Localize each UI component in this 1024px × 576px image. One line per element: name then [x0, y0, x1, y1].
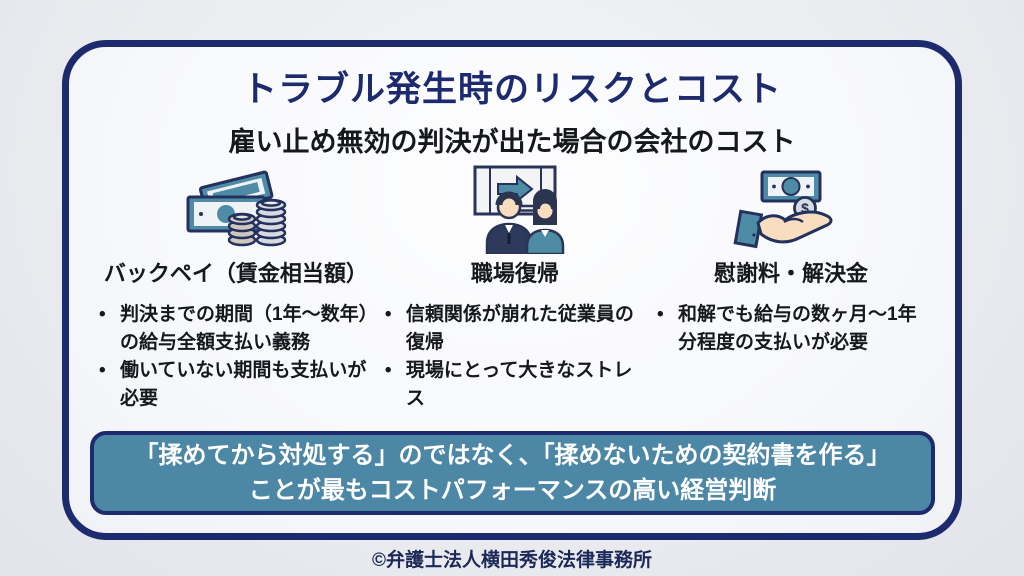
column-heading-settlement: 慰謝料・解決金: [714, 261, 869, 286]
bullet-list: • 信頼関係が崩れた従業員の復帰 • 現場にとって大きなストレス: [379, 301, 651, 413]
bullet-dot: •: [99, 360, 106, 381]
bullet-dot: •: [657, 304, 664, 325]
bullet-text: 和解でも給与の数ヶ月〜1年分程度の支払いが必要: [678, 304, 917, 353]
bullet-list: • 判決までの期間（1年〜数年）の給与全額支払い義務 • 働いていない期間も支払…: [93, 301, 379, 413]
bullet-dot: •: [99, 304, 106, 325]
bullet-text: 働いていない期間も支払いが必要: [120, 360, 367, 409]
column-backpay: バックペイ（賃金相当額） • 判決までの期間（1年〜数年）の給与全額支払い義務 …: [93, 165, 379, 413]
bullet-item: • 信頼関係が崩れた従業員の復帰: [385, 301, 651, 357]
cost-columns: バックペイ（賃金相当額） • 判決までの期間（1年〜数年）の給与全額支払い義務 …: [69, 165, 955, 413]
bullet-item: • 和解でも給与の数ヶ月〜1年分程度の支払いが必要: [657, 301, 931, 357]
svg-text:$: $: [801, 200, 809, 216]
copyright-text: ©弁護士法人横田秀俊法律事務所: [371, 550, 652, 571]
bullet-dot: •: [384, 360, 392, 381]
bullet-text: 現場にとって大きなストレス: [405, 360, 633, 409]
column-workplace-return: 職場復帰 • 信頼関係が崩れた従業員の復帰 • 現場にとって大きなストレス: [379, 165, 651, 413]
conclusion-banner: 「揉めてから対処する」のではなく、「揉めないための契約書を作る」 ことが最もコス…: [90, 431, 935, 515]
bullet-dot: •: [384, 304, 392, 325]
column-heading-backpay: バックペイ（賃金相当額）: [103, 261, 368, 286]
page-subtitle: 雇い止め無効の判決が出た場合の会社のコスト: [228, 127, 796, 157]
page-title: トラブル発生時のリスクとコスト: [241, 70, 782, 109]
bullet-text: 判決までの期間（1年〜数年）の給与全額支払い義務: [120, 304, 378, 353]
bullet-text: 信頼関係が崩れた従業員の復帰: [405, 304, 634, 353]
workplace-return-icon: [463, 165, 567, 254]
money-bills-coins-icon: [184, 165, 288, 253]
banner-line-1: 「揉めてから対処する」のではなく、「揉めないための契約書を作る」: [134, 442, 891, 469]
bullet-list: • 和解でも給与の数ヶ月〜1年分程度の支払いが必要: [651, 301, 931, 357]
main-card: トラブル発生時のリスクとコスト 雇い止め無効の判決が出た場合の会社のコスト: [62, 40, 962, 540]
banner-line-2: ことが最もコストパフォーマンスの高い経営判断: [248, 477, 777, 504]
column-settlement: $ 慰謝料・解決金 • 和解でも給与の数ヶ月〜1年分程度の支払いが必要: [651, 165, 931, 413]
bullet-item: • 現場にとって大きなストレス: [385, 357, 651, 413]
bullet-item: • 判決までの期間（1年〜数年）の給与全額支払い義務: [99, 301, 379, 357]
column-heading-workplace: 職場復帰: [470, 261, 559, 286]
hand-receiving-money-icon: $: [732, 165, 850, 253]
bullet-item: • 働いていない期間も支払いが必要: [99, 357, 379, 413]
